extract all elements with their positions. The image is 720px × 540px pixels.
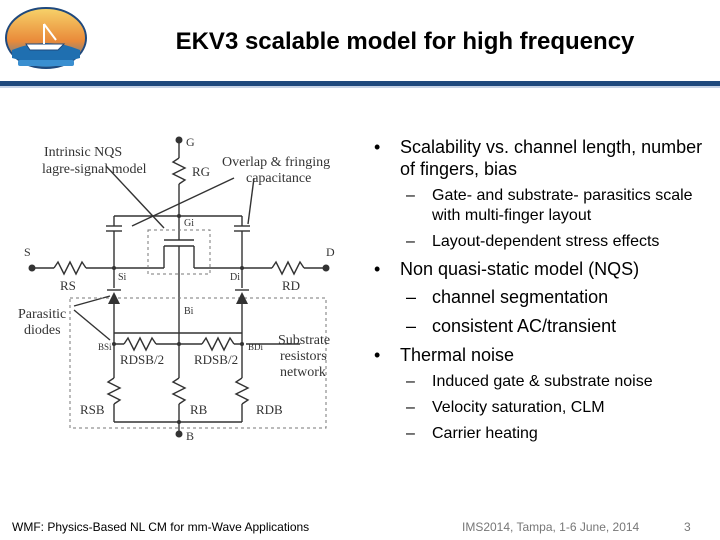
node-di-label: Di bbox=[230, 272, 240, 283]
node-gi-label: Gi bbox=[184, 218, 194, 229]
bullet-list: • Scalability vs. channel length, number… bbox=[368, 136, 716, 450]
sub-bullet-induced-noise: – Induced gate & substrate noise bbox=[368, 372, 716, 392]
bullet-thermal-noise: • Thermal noise bbox=[368, 344, 716, 366]
node-bsi-label: BSi bbox=[98, 342, 112, 352]
sub-bullet-ac-transient: – consistent AC/transient bbox=[368, 315, 716, 337]
bullet-text: Non quasi-static model (NQS) bbox=[400, 259, 640, 279]
r-db-label: RDB bbox=[256, 402, 283, 417]
dash-marker: – bbox=[406, 425, 415, 442]
substrate-label-3: network bbox=[280, 365, 326, 380]
title-rule bbox=[0, 81, 720, 86]
sub-bullet-text: Induced gate & substrate noise bbox=[432, 373, 653, 390]
bullet-text: Scalability vs. channel length, number o… bbox=[400, 137, 703, 179]
node-bdi-label: BDi bbox=[248, 342, 264, 352]
node-g-label: G bbox=[186, 135, 195, 149]
footer-left-text: WMF: Physics-Based NL CM for mm-Wave App… bbox=[12, 520, 310, 534]
bullet-marker: • bbox=[374, 259, 381, 279]
sub-bullet-stress: – Layout-dependent stress effects bbox=[368, 232, 716, 252]
parasitic-label-1: Parasitic bbox=[18, 307, 66, 322]
node-d-label: D bbox=[326, 245, 335, 259]
intrinsic-label-1: Intrinsic NQS bbox=[44, 145, 122, 160]
overlap-label-1: Overlap & fringing bbox=[222, 155, 330, 170]
sub-bullet-velocity-saturation: – Velocity saturation, CLM bbox=[368, 398, 716, 418]
slide-title: EKV3 scalable model for high frequency bbox=[175, 28, 635, 55]
sub-bullet-text: Gate- and substrate- parasitics scale wi… bbox=[432, 187, 693, 224]
sub-bullet-text: Velocity saturation, CLM bbox=[432, 399, 605, 416]
sub-bullet-text: channel segmentation bbox=[432, 287, 609, 307]
circuit-svg: Intrinsic NQS lagre-signal model Overlap… bbox=[18, 135, 335, 443]
sub-bullet-parasitics: – Gate- and substrate- parasitics scale … bbox=[368, 186, 716, 226]
node-s-label: S bbox=[24, 245, 31, 259]
ims2014-tampa-bay-logo-icon bbox=[5, 7, 87, 69]
bullet-marker: • bbox=[374, 137, 381, 157]
r-sb-label: RSB bbox=[80, 402, 105, 417]
r-d-label: RD bbox=[282, 278, 300, 293]
r-g-label: RG bbox=[192, 164, 210, 179]
bullet-scalability: • Scalability vs. channel length, number… bbox=[368, 136, 716, 180]
r-b-label: RB bbox=[190, 402, 208, 417]
ekv3-circuit-diagram: Intrinsic NQS lagre-signal model Overlap… bbox=[14, 128, 364, 448]
substrate-label-1: Substrate bbox=[278, 333, 330, 348]
dash-marker: – bbox=[406, 316, 417, 336]
overlap-label-2: capacitance bbox=[246, 171, 311, 186]
dash-marker: – bbox=[406, 373, 415, 390]
r-dsb-left-label: RDSB/2 bbox=[120, 352, 164, 367]
sub-bullet-text: Carrier heating bbox=[432, 425, 538, 442]
footer-conference-text: IMS2014, Tampa, 1-6 June, 2014 bbox=[462, 520, 640, 534]
parasitic-label-2: diodes bbox=[24, 323, 61, 338]
title-rule-shadow bbox=[0, 86, 720, 88]
page-number: 3 bbox=[684, 520, 691, 534]
r-dsb-right-label: RDSB/2 bbox=[194, 352, 238, 367]
dash-marker: – bbox=[406, 233, 415, 250]
sub-bullet-text: Layout-dependent stress effects bbox=[432, 233, 660, 250]
ims2014-logo bbox=[4, 6, 88, 70]
dash-marker: – bbox=[406, 287, 417, 307]
node-bi-label: Bi bbox=[184, 306, 194, 317]
sub-bullet-text: consistent AC/transient bbox=[432, 316, 617, 336]
bullet-marker: • bbox=[374, 345, 381, 365]
dash-marker: – bbox=[406, 399, 415, 416]
dash-marker: – bbox=[406, 187, 415, 204]
bullet-nqs: • Non quasi-static model (NQS) bbox=[368, 258, 716, 280]
substrate-label-2: resistors bbox=[280, 349, 327, 364]
intrinsic-label-2: lagre-signal model bbox=[42, 162, 147, 177]
sub-bullet-segmentation: – channel segmentation bbox=[368, 286, 716, 308]
node-b-label: B bbox=[186, 429, 194, 443]
node-si-label: Si bbox=[118, 272, 127, 283]
sub-bullet-carrier-heating: – Carrier heating bbox=[368, 424, 716, 444]
r-s-label: RS bbox=[60, 278, 76, 293]
bullet-text: Thermal noise bbox=[400, 345, 515, 365]
